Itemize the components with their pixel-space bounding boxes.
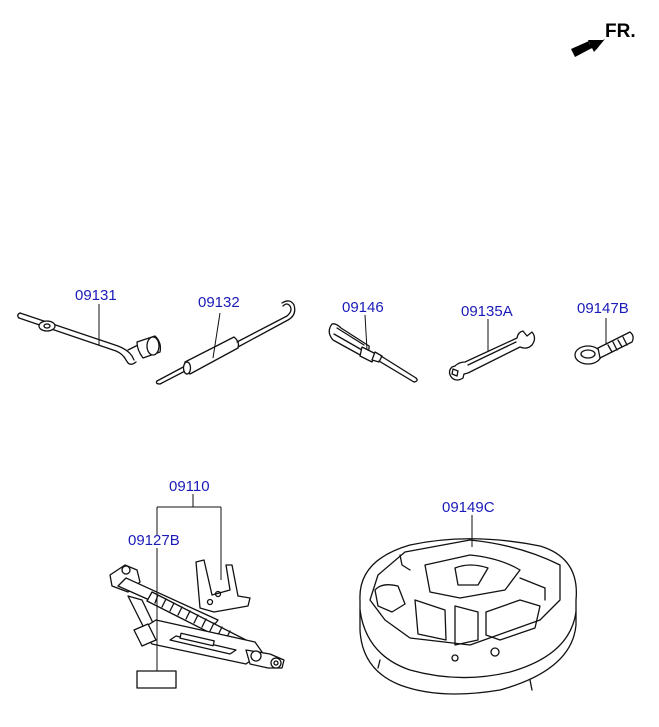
- part-tool-tray: 09149C: [359, 499, 577, 695]
- front-direction-indicator: FR.: [571, 21, 636, 57]
- part-towing-hook: 09147B: [574, 300, 634, 365]
- leader-bracket: [156, 494, 222, 580]
- part-number-label: 09132: [198, 294, 240, 311]
- part-number-label: 09131: [75, 287, 117, 304]
- screwdriver-icon: [328, 323, 418, 383]
- part-jack-handle: 09132: [155, 294, 296, 385]
- part-number-label: 09146: [342, 299, 384, 316]
- l-wrench-icon: [17, 312, 162, 365]
- part-number-label: 09110: [169, 478, 210, 495]
- part-jack-wrench: 09131: [17, 287, 162, 365]
- spanner-icon: [448, 330, 536, 381]
- leader-line: [212, 312, 221, 359]
- part-number-label: 09135A: [461, 303, 513, 320]
- scissor-jack-icon: [109, 559, 285, 669]
- part-jack-label: 09127B: [128, 532, 180, 689]
- towing-hook-icon: [574, 331, 634, 365]
- part-number-label: 09127B: [128, 532, 180, 549]
- part-spanner: 09135A: [448, 303, 536, 381]
- part-screwdriver: 09146: [328, 299, 418, 383]
- part-jack-assembly: 09110: [109, 478, 285, 669]
- label-plate-icon: [136, 670, 177, 689]
- jack-handle-icon: [155, 300, 296, 385]
- front-label: FR.: [605, 21, 636, 42]
- tool-tray-icon: [359, 538, 577, 695]
- part-number-label: 09149C: [442, 499, 495, 516]
- leader-line: [364, 314, 368, 351]
- part-number-label: 09147B: [577, 300, 629, 317]
